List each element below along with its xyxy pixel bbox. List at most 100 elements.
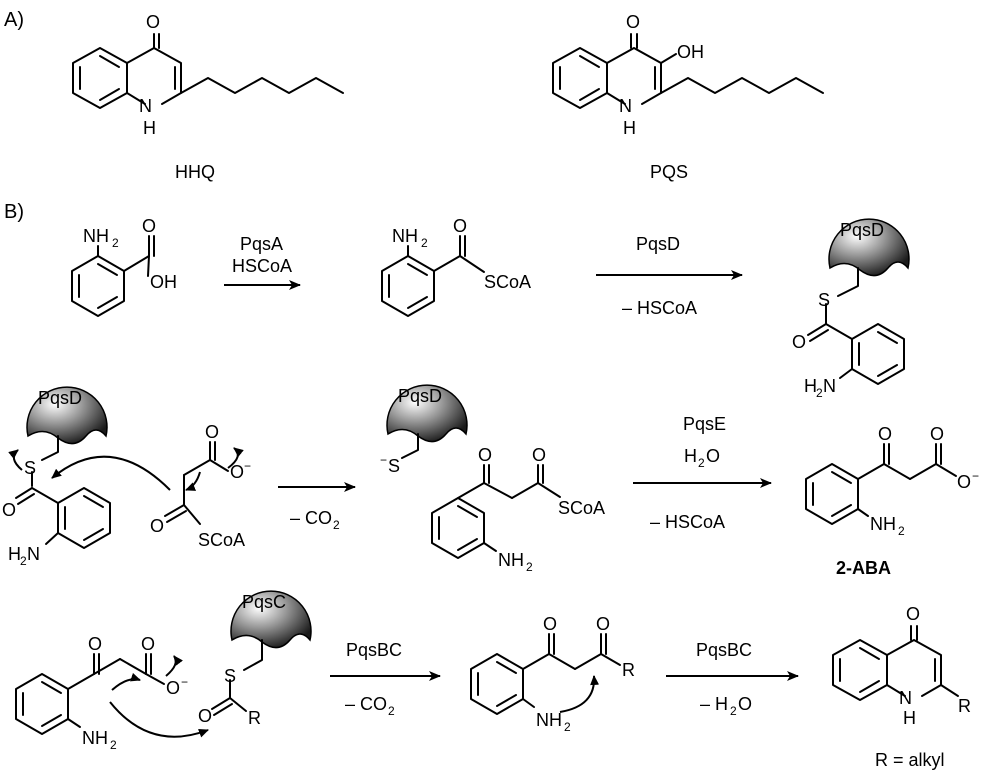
pqsd-free-thiolate: PqsD − S [380, 384, 468, 476]
hhq-nh: N [139, 96, 152, 116]
pqsc-s: S [224, 666, 236, 686]
pqs-h: H [623, 118, 636, 138]
reagent-co2-sub-1: 2 [333, 518, 340, 532]
acoa-nh2-sub: 2 [421, 236, 428, 250]
pqsd-s-2: S [24, 458, 36, 478]
reagent-h2o-sub-2: 2 [730, 704, 737, 718]
reagent-co2-sub-2: 2 [388, 704, 395, 718]
hhq-h: H [143, 118, 156, 138]
pqsc-r: R [248, 708, 261, 728]
reagent-pqsbc-1: PqsBC [346, 640, 402, 660]
reagent-pqsd: PqsD [636, 234, 680, 254]
reagent-hscoa: HSCoA [232, 256, 292, 276]
thiolate-minus: − [380, 453, 387, 467]
reagent-pqsa: PqsA [240, 234, 283, 254]
reagent-minus-hscoa-1: – HSCoA [622, 298, 697, 318]
hhq-label: HHQ [175, 162, 215, 182]
panel-a-label: A) [4, 9, 24, 31]
mal-o-top: O [205, 422, 219, 442]
bk-nh2: NH [498, 550, 524, 570]
qp-o: O [906, 604, 920, 624]
pqs-nh: N [619, 96, 632, 116]
qp-h: H [903, 708, 916, 728]
aba-o-minus: O [957, 472, 971, 492]
pqs-structure: O OH N H [552, 12, 824, 138]
pqsd-thioester: PqsD S O H 2 N [792, 218, 910, 400]
bki-o-2: O [596, 614, 610, 634]
r3-o-2: O [141, 634, 155, 654]
beta-keto-intermediate: O O R NH 2 [470, 614, 635, 734]
beta-ketoacyl-coa: O O SCoA NH 2 [431, 445, 605, 574]
reagent-minus-hscoa-2: – HSCoA [650, 512, 725, 532]
pqsd-o-2: O [2, 500, 16, 520]
reagent-pqse: PqsE [683, 414, 726, 434]
reagent-minus-co2-2: – CO [345, 694, 387, 714]
reagent-h2o-sub: 2 [698, 456, 705, 470]
aba-o-1: O [878, 424, 892, 444]
pqsd-o-1: O [792, 332, 806, 352]
mal-minus: − [244, 459, 251, 473]
aa-nh2: NH [83, 226, 109, 246]
pqsd-h2n-n-2: N [27, 544, 40, 564]
pqs-o: O [626, 12, 640, 32]
pqsd-h2n-n-1: N [823, 376, 836, 396]
aba-o-2: O [930, 424, 944, 444]
aba-nh2-sub: 2 [898, 524, 905, 538]
bki-r: R [622, 660, 635, 680]
panel-b-label: B) [4, 201, 24, 223]
quinolone-product: O N H R [832, 604, 971, 728]
bki-o-1: O [543, 614, 557, 634]
pqs-label: PQS [650, 162, 688, 182]
reagent-h2o-tail-2: O [738, 694, 752, 714]
reagent-minus-h2o: – H [700, 694, 728, 714]
malonyl-coa: O O − O SCoA [51, 422, 251, 550]
bk-nh2-sub: 2 [526, 560, 533, 574]
acoa-scoa: SCoA [484, 272, 531, 292]
pqsd-s-1: S [818, 290, 830, 310]
hhq-o: O [146, 12, 160, 32]
r-definition: R = alkyl [875, 750, 945, 770]
hhq-structure: O N H [72, 12, 344, 138]
pqsc-thioester: PqsC S O R [198, 590, 312, 728]
bk-o-1: O [478, 445, 492, 465]
r3-nh2-sub: 2 [110, 738, 117, 752]
reagent-h2o-tail: O [706, 446, 720, 466]
reagent-h2o: H [684, 446, 697, 466]
acoa-nh2: NH [392, 226, 418, 246]
bk-scoa: SCoA [558, 498, 605, 518]
pqsd-label-1: PqsD [840, 220, 884, 240]
r3-nh2: NH [82, 728, 108, 748]
aa-nh2-sub: 2 [112, 236, 119, 250]
acoa-o: O [453, 216, 467, 236]
bki-nh2-sub: 2 [564, 720, 571, 734]
bki-nh2: NH [536, 710, 562, 730]
anthraniloyl-coa: NH 2 O SCoA [381, 216, 531, 317]
aba-pqsc-attack: O O O − NH 2 [15, 634, 209, 752]
pqs-oh: OH [677, 42, 704, 62]
reagent-pqsbc-2: PqsBC [696, 640, 752, 660]
pqsd-h2n-1: H [804, 376, 817, 396]
pqsd-h2n-2: H [8, 544, 21, 564]
pqsc-label: PqsC [242, 592, 286, 612]
qp-n: N [899, 688, 912, 708]
anthranilic-acid: NH 2 O OH [71, 216, 177, 317]
pqsc-o: O [198, 706, 212, 726]
aa-o: O [142, 216, 156, 236]
mal-o-minus: O [230, 462, 244, 482]
reagent-minus-co2-1: – CO [290, 508, 332, 528]
qp-r: R [958, 696, 971, 716]
pqsd-label-2: PqsD [38, 388, 82, 408]
pqsd-h2n-sub-2: 2 [20, 554, 27, 568]
r3-o-minus: O [166, 678, 180, 698]
mal-o-bottom: O [150, 516, 164, 536]
mal-scoa: SCoA [198, 530, 245, 550]
bk-o-2: O [532, 445, 546, 465]
aa-oh: OH [150, 272, 177, 292]
pqsd-intermediate-left: PqsD S O H 2 N [2, 386, 111, 568]
r3-o-1: O [88, 634, 102, 654]
aba-minus: − [972, 469, 979, 483]
aba-nh2: NH [870, 514, 896, 534]
pqsd-label-3: PqsD [398, 386, 442, 406]
